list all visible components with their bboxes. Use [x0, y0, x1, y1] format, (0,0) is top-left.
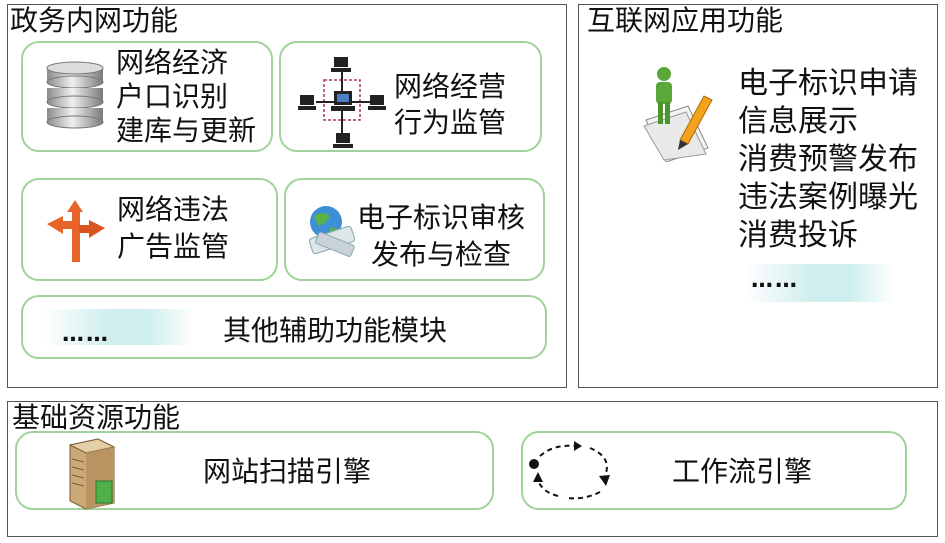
- card-economy-label-3: 建库与更新: [116, 114, 257, 147]
- globe-icon: [308, 206, 356, 257]
- card-business-supervision: [279, 41, 542, 152]
- base-resource-title: 基础资源功能: [12, 401, 181, 434]
- card-economy-label-2: 户口识别: [116, 80, 229, 113]
- gov-intranet-title: 政务内网功能: [10, 5, 183, 37]
- card-other-label: 其他辅助功能模块: [223, 314, 448, 347]
- card-workflow-engine: [521, 431, 907, 510]
- card-illegal-ads: [21, 178, 278, 281]
- user-edit-icon: [643, 67, 713, 162]
- card-audit-label-2: 发布与检查: [371, 238, 512, 271]
- database-icon: [46, 61, 104, 129]
- card-scan-label: 网站扫描引擎: [203, 455, 372, 488]
- internet-item-consumer-warning: 消费预警发布: [738, 142, 918, 177]
- cycle-icon: [529, 441, 610, 500]
- card-supervision-label-2: 行为监管: [394, 106, 507, 139]
- internet-item-e-id-apply: 电子标识申请: [738, 66, 918, 101]
- card-supervision-label-1: 网络经营: [394, 70, 507, 103]
- internet-item-consumer-complaint: 消费投诉: [738, 218, 858, 253]
- gov-ellipsis: ……: [62, 322, 110, 347]
- card-economy-label-1: 网络经济: [116, 46, 229, 79]
- internet-panel: [578, 4, 938, 388]
- card-audit-label-1: 电子标识审核: [357, 201, 526, 234]
- card-workflow-label: 工作流引擎: [672, 455, 813, 488]
- internet-item-list: 电子标识申请 信息展示 消费预警发布 违法案例曝光 消费投诉: [738, 65, 918, 255]
- internet-panel-title: 互联网应用功能: [587, 4, 784, 37]
- card-ads-label-1: 网络违法: [117, 193, 230, 226]
- internet-ellipsis: ……: [751, 268, 799, 293]
- signpost-icon: [47, 200, 105, 262]
- dots-bar-gov: [43, 309, 193, 345]
- card-ads-label-2: 广告监管: [117, 230, 230, 263]
- internet-item-info-display: 信息展示: [738, 104, 858, 139]
- dots-bar-internet: [745, 264, 895, 302]
- internet-item-illegal-cases: 违法案例曝光: [738, 180, 918, 215]
- network-icon: [298, 57, 386, 148]
- server-icon: [68, 438, 116, 510]
